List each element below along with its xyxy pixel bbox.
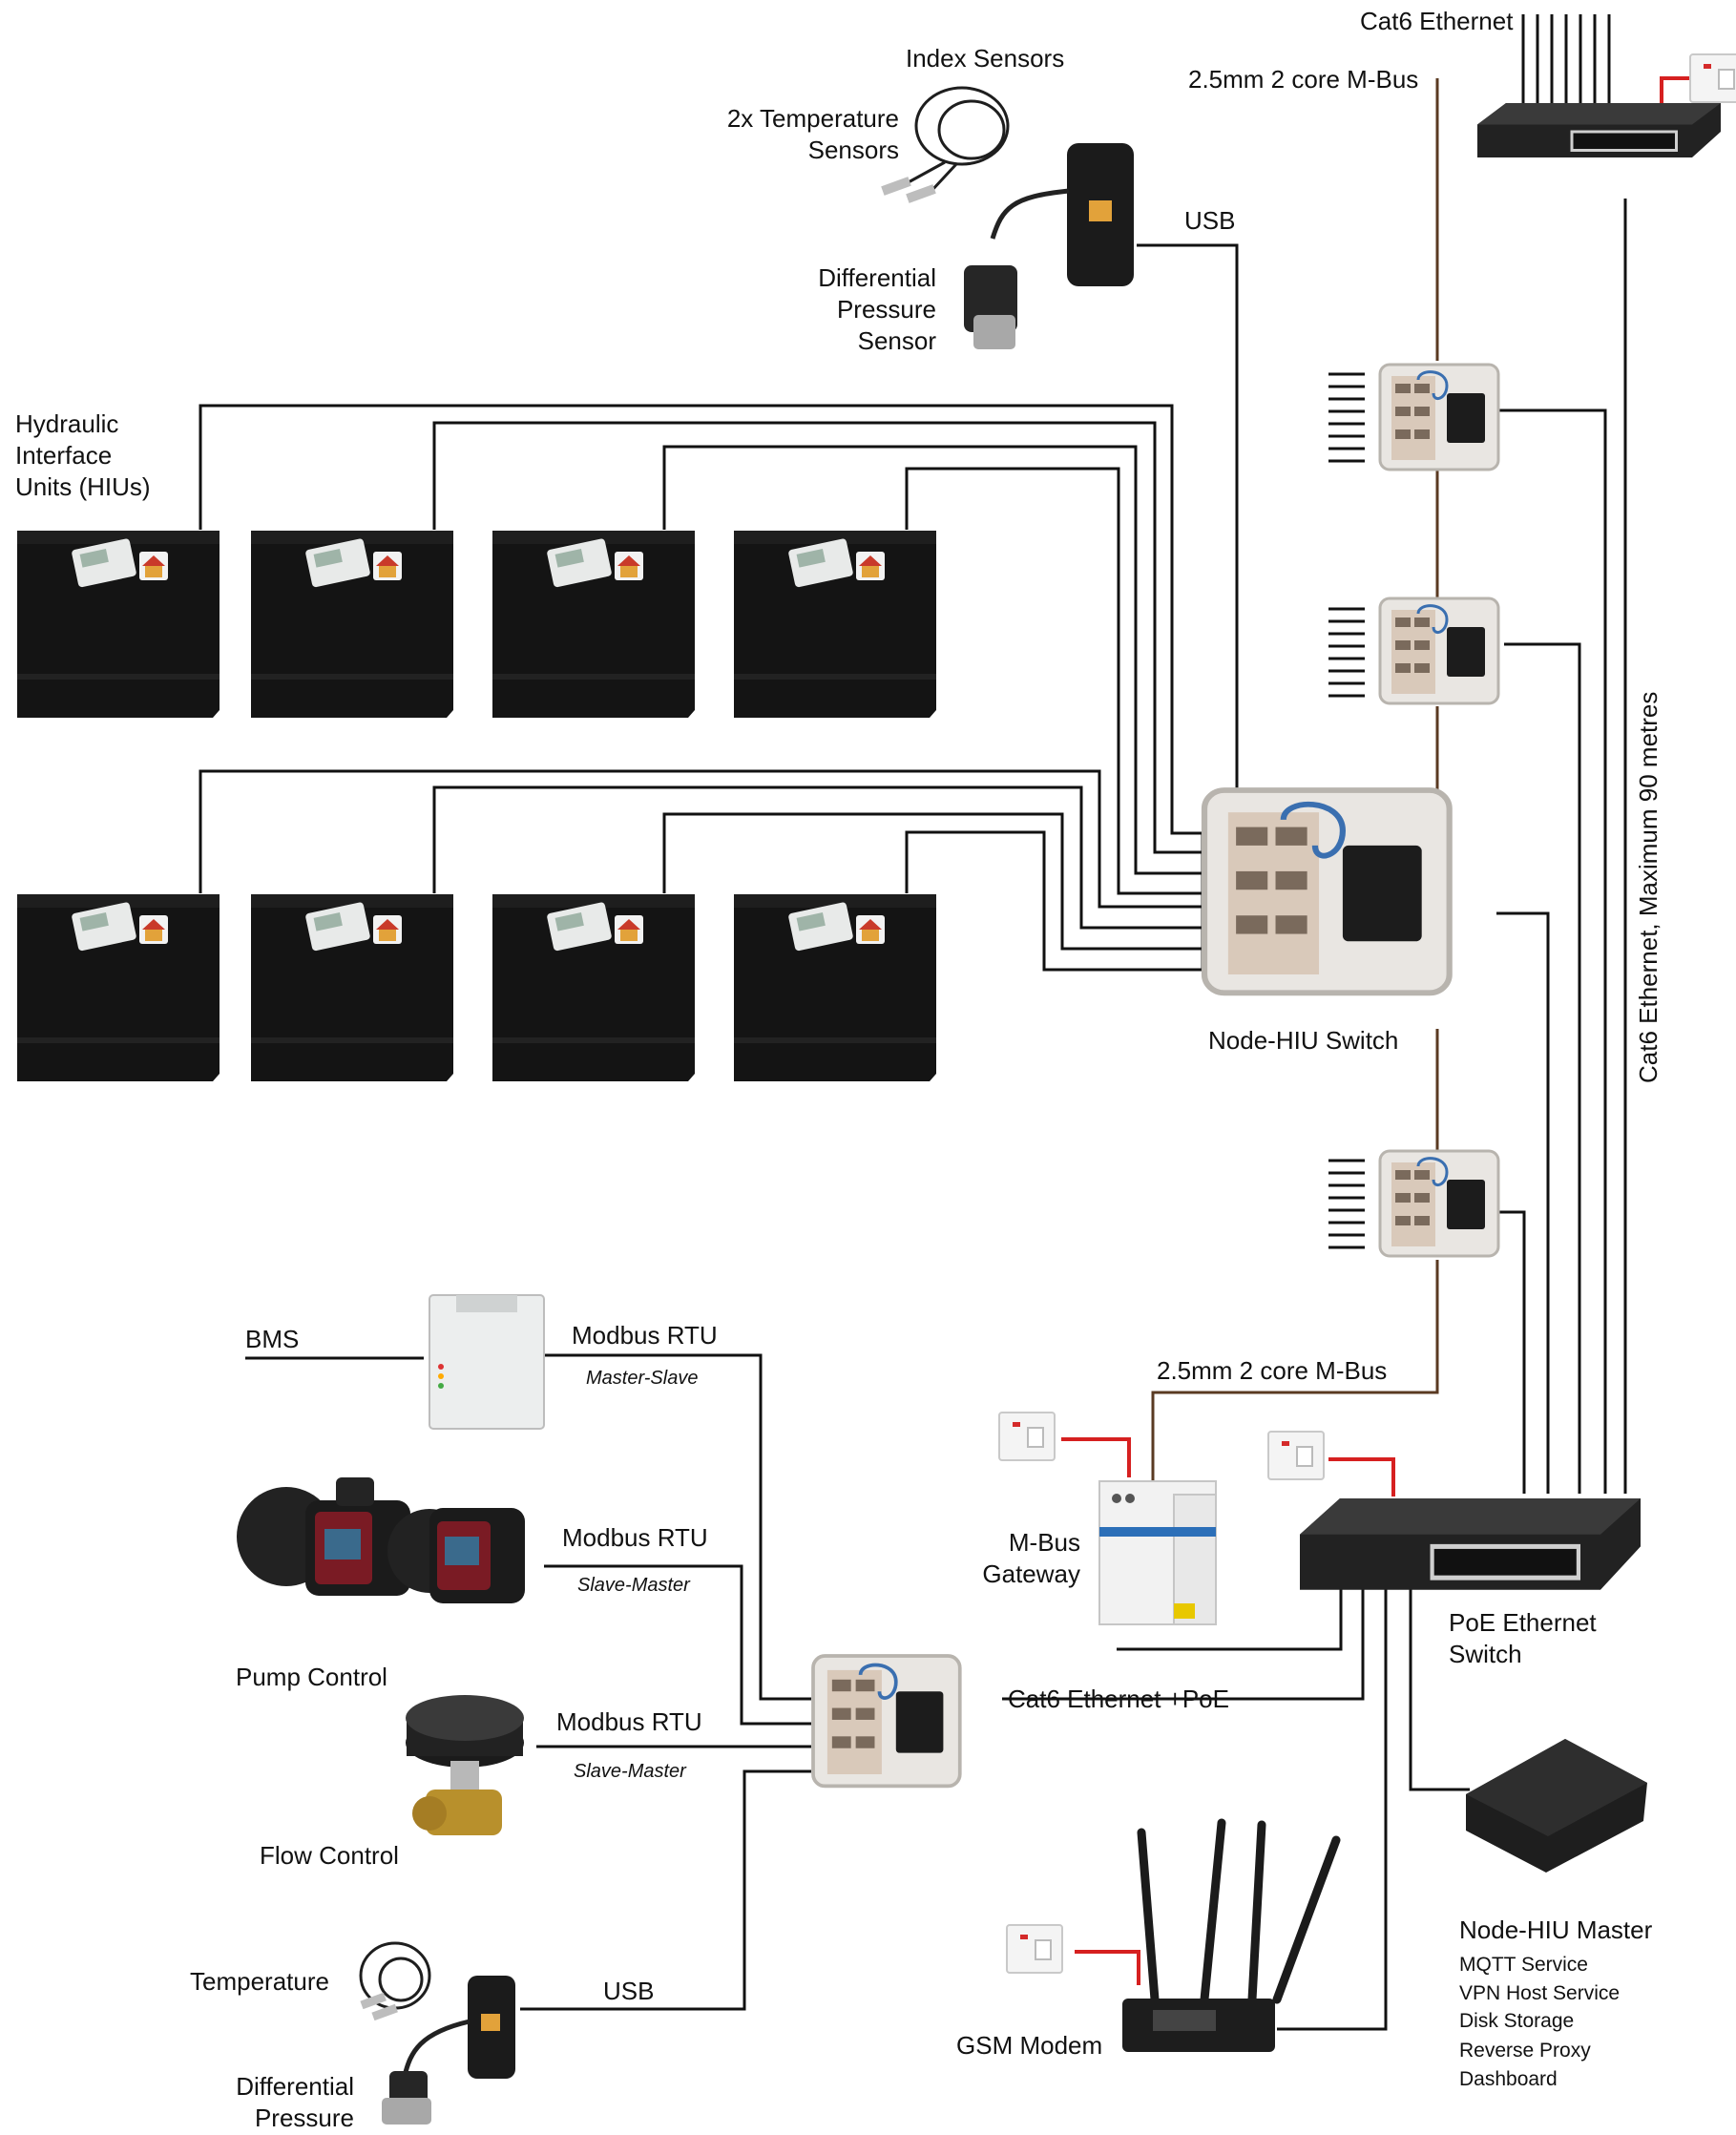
temp-sensors-top-line1: 2x Temperature xyxy=(726,104,899,133)
cat6-max-label: Cat6 Ethernet, Maximum 90 metres xyxy=(1634,691,1663,1083)
dp-sensor-top-line3: Sensor xyxy=(857,326,936,355)
top-switch xyxy=(1477,103,1721,157)
gsm-outlet xyxy=(1006,1924,1063,1974)
cat6-ethernet-label: Cat6 Ethernet xyxy=(1360,7,1514,35)
mbus-outlet xyxy=(998,1412,1056,1461)
cat6-poe-label: Cat6 Ethernet +PoE xyxy=(1008,1685,1229,1713)
enclosure-4 xyxy=(1378,1149,1500,1258)
dp-sensor-top-line1: Differential xyxy=(818,263,936,292)
index-sensors-label: Index Sensors xyxy=(906,44,1065,73)
usb-bottom-label: USB xyxy=(603,1977,655,2005)
poe-switch-line1: PoE Ethernet xyxy=(1449,1608,1597,1637)
mbus-gateway-device xyxy=(1098,1480,1217,1625)
flow-control-label: Flow Control xyxy=(260,1841,399,1870)
master-service-4: Reverse Proxy xyxy=(1459,2040,1591,2062)
pump-2 xyxy=(387,1508,525,1603)
hiu-6 xyxy=(251,894,453,1081)
node-hiu-master-device xyxy=(1466,1739,1647,1873)
temp-sensors-top-line2: Sensors xyxy=(807,136,899,164)
mbus-wires xyxy=(1151,78,1439,1481)
enclosure-bottom xyxy=(811,1654,962,1789)
poe-outlet xyxy=(1267,1431,1325,1480)
master-service-1: MQTT Service xyxy=(1459,1954,1588,1976)
poe-switch-device xyxy=(1300,1498,1641,1590)
dp-bottom-line1: Differential xyxy=(236,2072,354,2101)
usb-top-label: USB xyxy=(1184,206,1236,235)
dp-cable-top xyxy=(990,188,1070,240)
hiu-3 xyxy=(492,531,695,718)
master-title-label: Node-HIU Master xyxy=(1459,1915,1653,1944)
gsm-modem-device xyxy=(1137,1818,1341,2004)
mbus-gateway-line1: M-Bus xyxy=(1008,1528,1080,1557)
modbus2-sub: Slave-Master xyxy=(577,1575,690,1596)
gsm-modem-label: GSM Modem xyxy=(956,2031,1103,2060)
modbus3-label: Modbus RTU xyxy=(556,1707,702,1736)
dp-bottom-line2: Pressure xyxy=(254,2104,354,2132)
pump-control-label: Pump Control xyxy=(236,1663,387,1691)
modbus2-label: Modbus RTU xyxy=(562,1523,708,1552)
hiu-1 xyxy=(17,531,220,718)
enclosure-1 xyxy=(1378,363,1500,471)
wires xyxy=(199,14,1627,2031)
node-hiu-switch-label: Node-HIU Switch xyxy=(1208,1026,1399,1055)
hiu-4 xyxy=(734,531,936,718)
temp-probe-top-2 xyxy=(906,184,936,203)
hiu-7 xyxy=(492,894,695,1081)
modbus1-label: Modbus RTU xyxy=(572,1321,718,1350)
master-service-5: Dashboard xyxy=(1459,2068,1558,2090)
hius-line1: Hydraulic xyxy=(15,409,119,438)
master-service-3: Disk Storage xyxy=(1459,2010,1575,2032)
flow-control-valve xyxy=(406,1695,524,1835)
hius-line3: Units (HIUs) xyxy=(15,472,151,501)
power-wires xyxy=(1061,76,1690,1985)
enclosure-2 xyxy=(1378,597,1500,705)
temp-probe-top-1 xyxy=(881,177,911,196)
modbus3-sub: Slave-Master xyxy=(574,1761,686,1782)
fanout-lines xyxy=(1328,372,1365,1249)
temperature-sensors-top xyxy=(906,86,1010,193)
hiu-5 xyxy=(17,894,220,1081)
hius-line2: Interface xyxy=(15,441,113,470)
hiu-8 xyxy=(734,894,936,1081)
bms-label: BMS xyxy=(245,1325,300,1353)
top-outlet xyxy=(1689,53,1736,103)
bms-gateway xyxy=(429,1294,545,1430)
master-service-2: VPN Host Service xyxy=(1459,1982,1621,2004)
mbus-gateway-line2: Gateway xyxy=(982,1559,1080,1588)
mbus-bottom-label: 2.5mm 2 core M-Bus xyxy=(1157,1356,1388,1385)
modbus1-sub: Master-Slave xyxy=(586,1368,699,1389)
hiu-2 xyxy=(251,531,453,718)
node-hiu-switch-enclosure xyxy=(1204,790,1450,993)
pump-1 xyxy=(237,1477,410,1596)
dp-sensor-top-line2: Pressure xyxy=(836,295,936,324)
temperature-label: Temperature xyxy=(190,1967,329,1996)
poe-switch-line2: Switch xyxy=(1449,1640,1522,1668)
mbus-top-label: 2.5mm 2 core M-Bus xyxy=(1188,65,1419,94)
